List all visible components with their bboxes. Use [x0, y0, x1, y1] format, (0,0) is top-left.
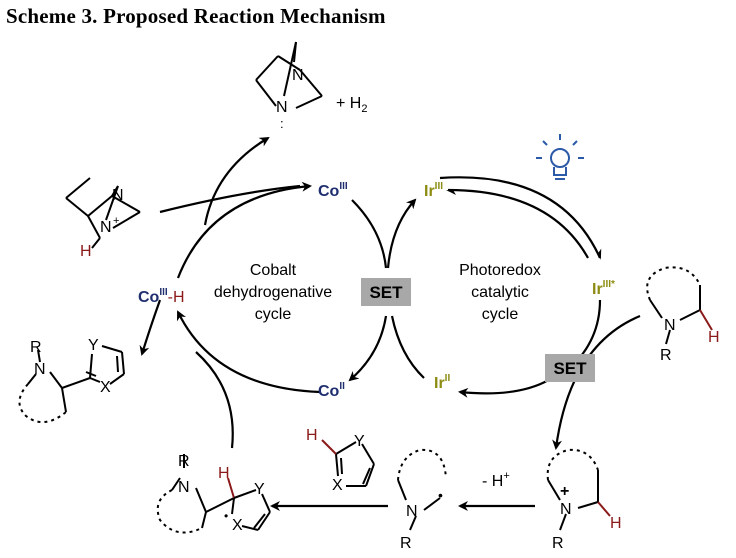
co-iii-label: CoIII: [318, 181, 348, 200]
arrow-coiiih-to-coiii: [176, 181, 312, 279]
amine-start-labels: N R H: [660, 317, 720, 364]
ir-iii-star-label: IrIII*: [592, 279, 615, 298]
dabco-structure: [255, 41, 323, 109]
radical-cation-charge: +: [560, 483, 569, 500]
product-x: X: [100, 379, 111, 396]
heteroarene-y: Y: [354, 433, 365, 450]
product-y: Y: [88, 337, 99, 354]
arrow-iriii-to-iriiistar-outer: [439, 176, 602, 260]
dabco-h-charge: +: [113, 215, 119, 227]
ir-iii-label: IrIII: [424, 181, 443, 200]
dabco-n-bottom: N: [276, 99, 288, 116]
amine-start-n: N: [664, 317, 676, 334]
cobalt-label-line3: cycle: [255, 306, 292, 323]
co-ii-label: CoII: [318, 381, 345, 400]
set-box-left: SET: [361, 278, 411, 306]
photoredox-label-line2: catalytic: [471, 284, 529, 301]
deprotonation-label: - H+: [482, 470, 510, 490]
radical-cation-h: H: [610, 515, 622, 532]
alpha-radical-r: R: [400, 535, 412, 552]
light-bulb-icon: [536, 134, 584, 180]
alpha-radical-n: N: [406, 503, 418, 520]
photoredox-label-line1: Photoredox: [459, 262, 541, 279]
product-n: N: [34, 361, 46, 378]
set-label-right: SET: [553, 359, 587, 378]
dabco-n-top: N: [292, 67, 304, 84]
heteroarene-x: X: [332, 477, 343, 494]
heteroarene-labels: H Y X: [306, 427, 365, 494]
radical-adduct-y: Y: [254, 481, 265, 498]
dabco-lone-pair: :: [280, 116, 284, 131]
radical-adduct-dot: •: [224, 509, 228, 523]
scheme-title: Scheme 3. Proposed Reaction Mechanism: [6, 4, 386, 28]
radical-cation-structure: [546, 448, 611, 531]
heteroarene-structure: [321, 439, 375, 487]
h2-label: + H2: [336, 95, 367, 115]
alpha-radical-structure: [397, 448, 447, 531]
cobalt-label-line1: Cobalt: [250, 262, 297, 279]
dabco-h-plus-structure: [65, 177, 141, 249]
radical-adduct-x: X: [232, 517, 243, 534]
radical-adduct-h: H: [218, 465, 230, 482]
amine-start-r: R: [660, 347, 672, 364]
cobalt-cycle-label: Cobalt dehydrogenative cycle: [214, 262, 332, 323]
arrow-dabco-h-to-coiii: [159, 184, 301, 214]
heteroarene-h: H: [306, 427, 318, 444]
arrow-to-dabco: [203, 136, 270, 226]
dabco-h-n-bottom: N: [100, 219, 112, 236]
radical-adduct-n: N: [178, 479, 190, 496]
set-box-right: SET: [545, 354, 595, 382]
radical-adduct-labels: N R H Y X •: [178, 453, 265, 534]
arrow-set-to-iriii: [386, 198, 417, 269]
product-structure: [18, 345, 125, 423]
photoredox-cycle-label: Photoredox catalytic cycle: [459, 262, 541, 323]
radical-cation-labels: N + R H: [552, 483, 622, 552]
photoredox-label-line3: cycle: [482, 306, 519, 323]
arrow-coiii-to-set: [351, 199, 388, 269]
arrow-set-to-irii: [458, 377, 553, 398]
arrow-irii-to-set: [390, 315, 425, 379]
dabco-h-plus-labels: N N + H: [80, 187, 124, 260]
set-label-left: SET: [369, 283, 403, 302]
radical-cation-n: N: [560, 501, 572, 518]
dabco-h-hydrogen: H: [80, 243, 92, 260]
arrow-iriii-to-iriiistar-inner: [446, 188, 589, 259]
arrow-adduct-to-coiiih: [195, 351, 234, 449]
dabco-h-n-top: N: [112, 187, 124, 204]
cobalt-label-line2: dehydrogenative: [214, 284, 332, 301]
radical-adduct-r: R: [178, 453, 190, 470]
amine-start-structure: [646, 266, 713, 345]
arrow-coiiih-to-product: [139, 299, 162, 356]
radical-adduct-structure: [156, 454, 271, 534]
co-iii-h-label: CoIII-H: [138, 287, 185, 306]
alpha-radical-labels: N R •: [400, 487, 443, 552]
arrow-set-to-coii: [348, 315, 388, 382]
dabco-labels: N N : + H2: [276, 67, 367, 131]
product-r: R: [30, 339, 42, 356]
ir-ii-label: IrII: [434, 373, 450, 392]
alpha-radical-dot: •: [438, 487, 443, 503]
cobalt-cycle-arrows: [139, 136, 388, 449]
radical-cation-r: R: [552, 535, 564, 552]
product-labels: N R Y X: [30, 337, 111, 396]
arrow-coii-to-coiiih: [177, 310, 321, 394]
amine-start-h: H: [708, 329, 720, 346]
